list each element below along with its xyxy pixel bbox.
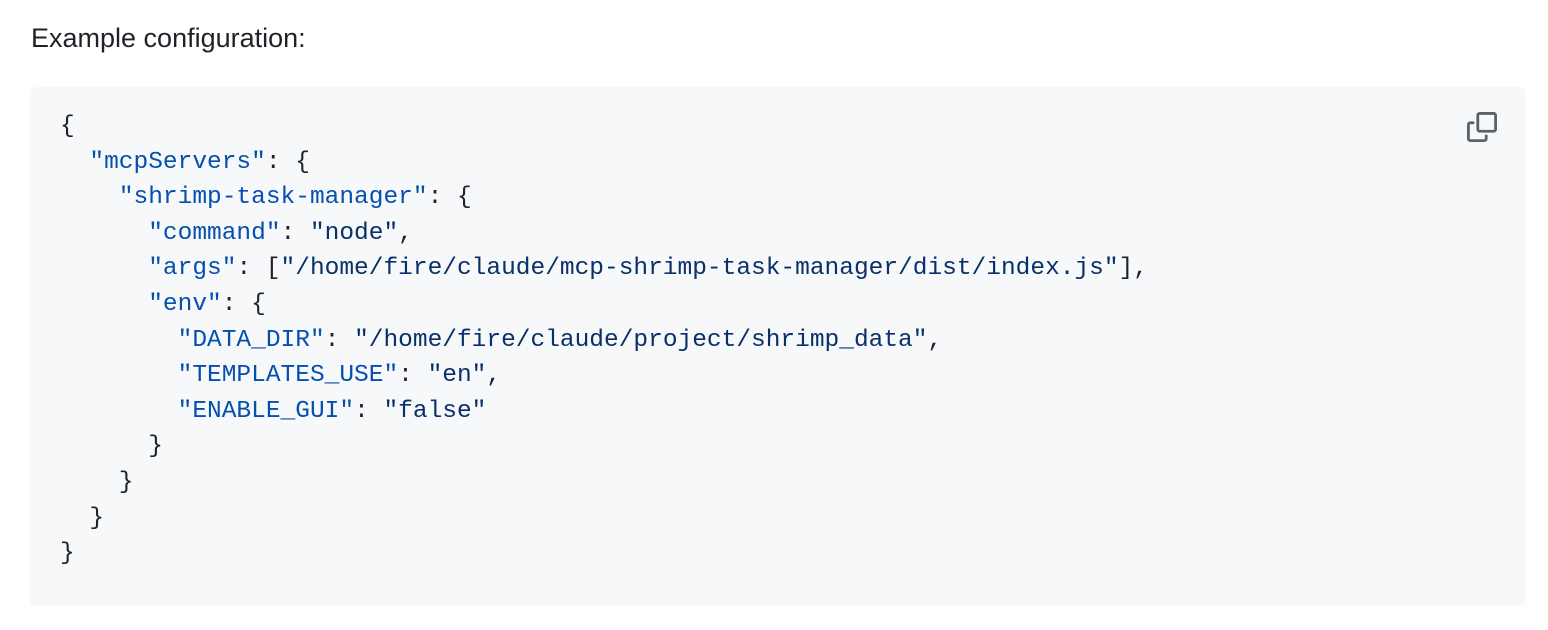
code-punct: [60, 184, 119, 211]
code-punct: [60, 291, 148, 318]
code-content[interactable]: { "mcpServers": { "shrimp-task-manager":…: [60, 109, 1148, 572]
code-key: "command": [148, 219, 281, 247]
code-string: "/home/fire/claude/mcp-shrimp-task-manag…: [280, 255, 1119, 283]
code-punct: [60, 255, 148, 282]
code-line: "TEMPLATES_USE": "en",: [60, 358, 1148, 394]
code-key: "args": [148, 255, 237, 283]
code-line: "shrimp-task-manager": {: [60, 180, 1148, 216]
code-punct: :: [324, 326, 355, 354]
code-punct: :: [354, 397, 384, 425]
intro-text: Example configuration:: [31, 23, 306, 53]
code-line: }: [60, 536, 1148, 572]
code-punct: [60, 362, 178, 389]
code-block: { "mcpServers": { "shrimp-task-manager":…: [30, 87, 1526, 606]
code-key: "env": [148, 290, 222, 318]
code-punct: ,: [398, 219, 413, 247]
code-punct: }: [60, 468, 134, 496]
code-punct: : {: [221, 290, 266, 318]
code-line: "ENABLE_GUI": "false": [60, 394, 1148, 430]
code-punct: {: [60, 113, 75, 140]
code-string: "node": [309, 219, 399, 247]
code-line: {: [60, 109, 1148, 145]
code-punct: :: [280, 219, 310, 247]
code-line: "env": {: [60, 287, 1148, 323]
copy-icon: [1467, 112, 1497, 142]
code-string: "en": [427, 362, 487, 390]
code-punct: : [: [236, 255, 281, 283]
code-line: }: [60, 501, 1148, 537]
code-line: "command": "node",: [60, 216, 1148, 252]
code-line: }: [60, 429, 1148, 465]
code-key: "shrimp-task-manager": [118, 184, 428, 212]
code-line: "args": ["/home/fire/claude/mcp-shrimp-t…: [60, 251, 1148, 287]
copy-button[interactable]: [1464, 109, 1500, 145]
code-punct: [60, 220, 148, 247]
code-punct: :: [398, 362, 428, 390]
code-key: "ENABLE_GUI": [177, 397, 355, 425]
code-line: }: [60, 465, 1148, 501]
code-line: "DATA_DIR": "/home/fire/claude/project/s…: [60, 323, 1148, 359]
code-punct: ,: [486, 362, 502, 390]
code-line: "mcpServers": {: [60, 145, 1148, 181]
code-punct: : {: [265, 148, 310, 176]
code-punct: }: [60, 504, 105, 532]
code-punct: [60, 398, 178, 425]
code-punct: [60, 327, 178, 354]
code-string: "/home/fire/claude/project/shrimp_data": [354, 326, 928, 354]
code-punct: [60, 149, 89, 176]
code-key: "DATA_DIR": [177, 326, 325, 354]
code-punct: : {: [427, 184, 472, 212]
code-punct: ],: [1118, 255, 1148, 283]
code-punct: }: [60, 433, 163, 461]
code-key: "TEMPLATES_USE": [177, 362, 399, 390]
code-punct: ,: [927, 326, 943, 354]
code-string: "false": [383, 397, 487, 425]
code-key: "mcpServers": [89, 148, 266, 176]
code-punct: }: [60, 540, 75, 568]
